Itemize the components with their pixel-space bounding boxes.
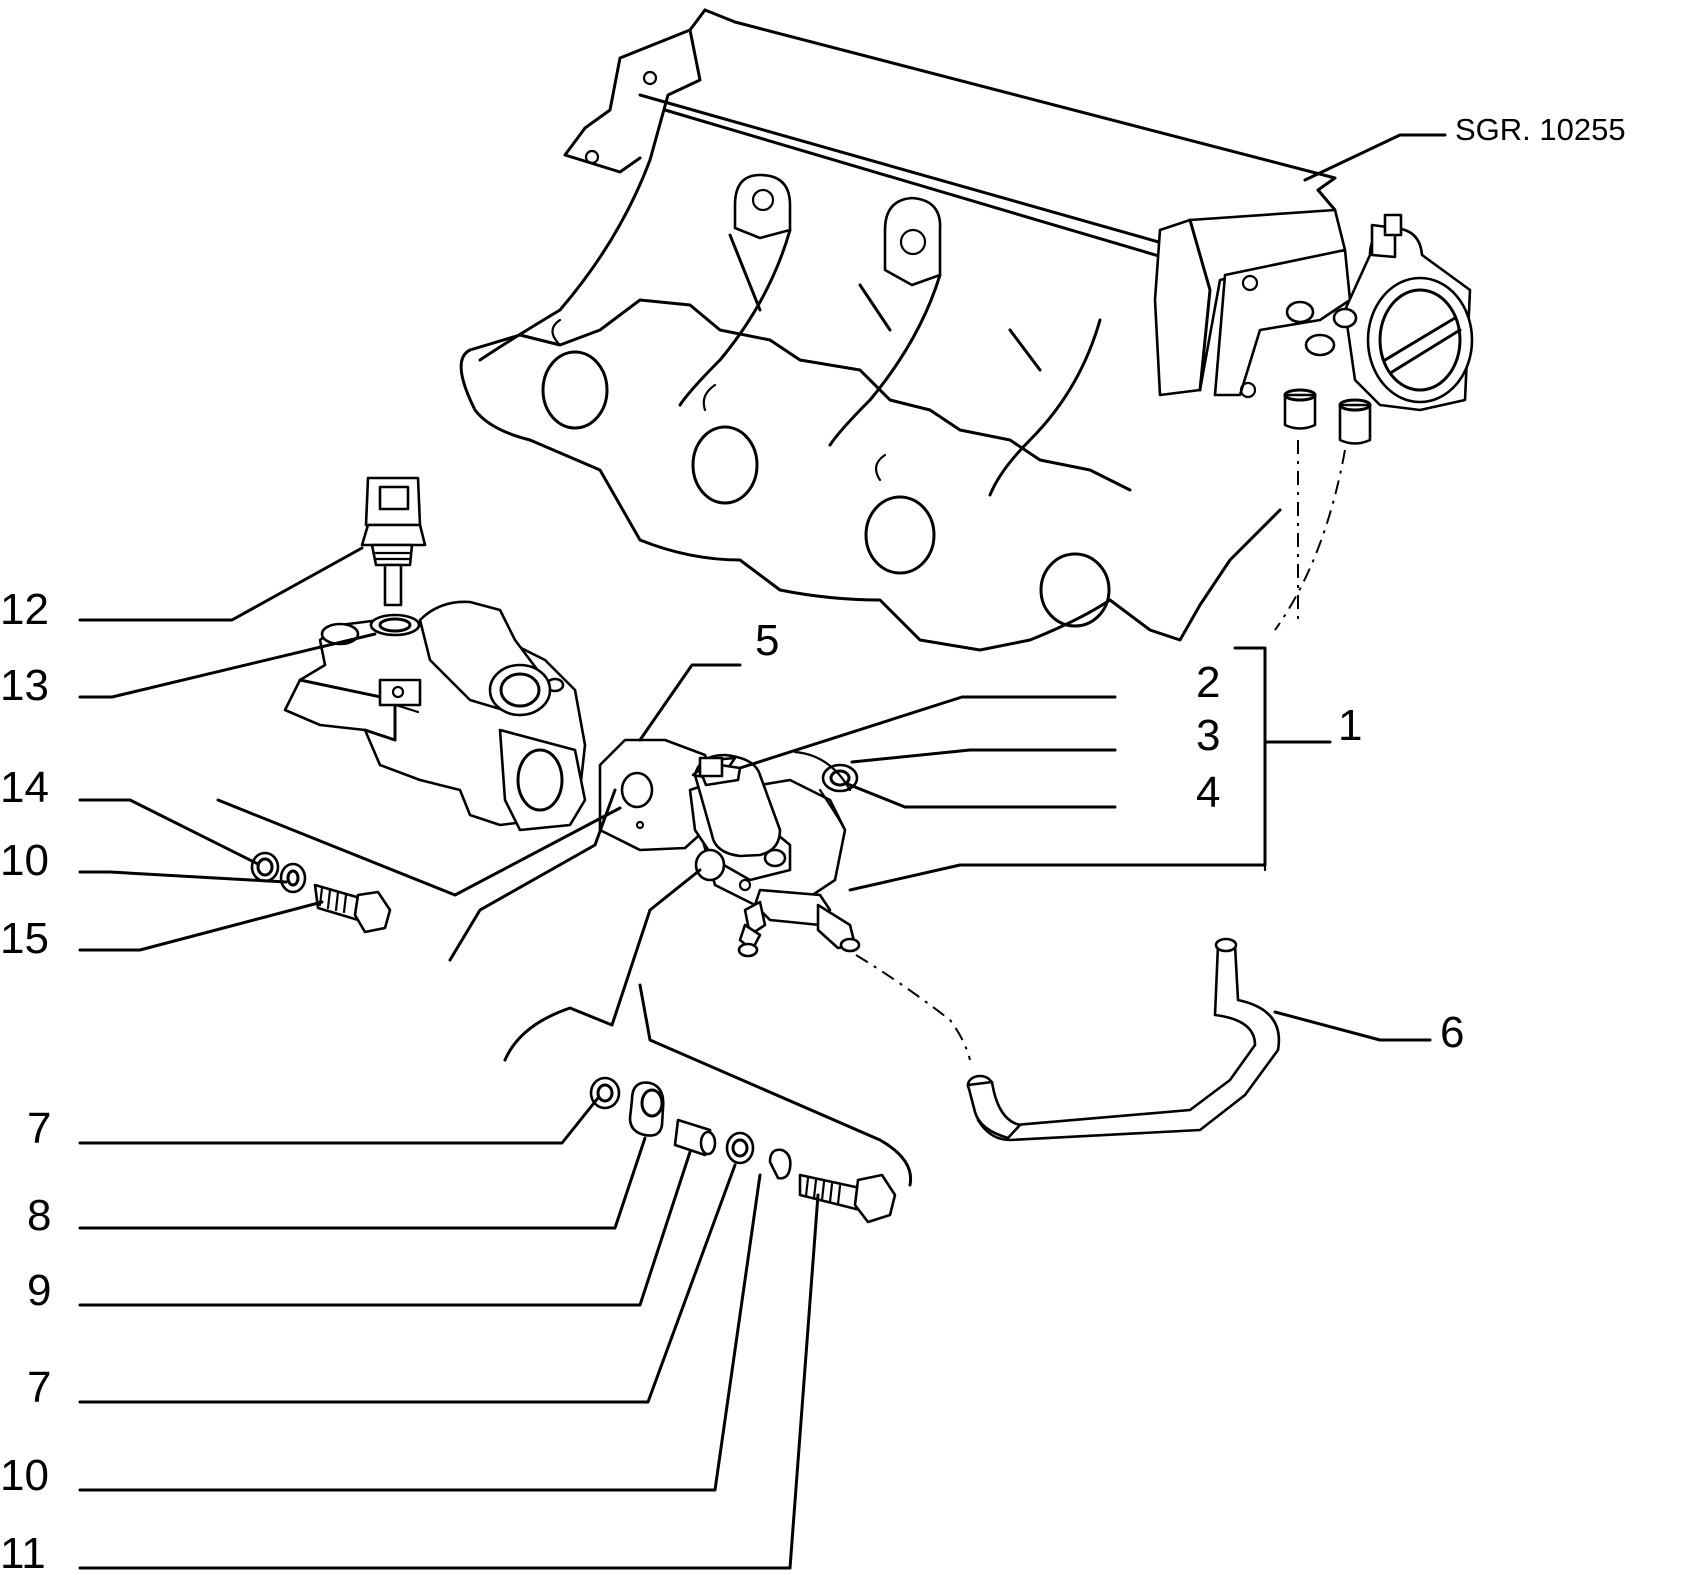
callout-10-upper: 10 xyxy=(0,836,49,885)
callout-13: 13 xyxy=(0,661,49,710)
hose xyxy=(966,937,1281,1142)
callout-2: 2 xyxy=(1196,658,1220,707)
callout-7-upper: 7 xyxy=(27,1104,51,1153)
callout-8: 8 xyxy=(27,1191,51,1240)
temperature-sensor xyxy=(360,476,427,637)
callout-3: 3 xyxy=(1196,711,1220,760)
reference-number: SGR. 10255 xyxy=(1455,112,1626,147)
callout-4: 4 xyxy=(1196,768,1220,817)
callout-numbers: 1 2 3 4 5 6 7 8 9 7 10 11 12 13 14 10 15 xyxy=(0,585,1464,1575)
callout-12: 12 xyxy=(0,585,49,634)
reference-leader xyxy=(1303,133,1447,182)
callout-10-lower: 10 xyxy=(0,1451,49,1500)
thermostat-housing xyxy=(283,600,587,832)
bolt-set-bottom xyxy=(589,1076,897,1224)
callout-7-lower: 7 xyxy=(27,1363,51,1412)
callout-5: 5 xyxy=(755,616,779,665)
callout-14: 14 xyxy=(0,763,49,812)
callout-11: 11 xyxy=(0,1529,46,1575)
intake-manifold xyxy=(459,8,1474,652)
callout-6: 6 xyxy=(1440,1008,1464,1057)
section-outlines xyxy=(216,646,1267,1187)
callout-9: 9 xyxy=(27,1266,51,1315)
leader-lines xyxy=(78,546,1432,1570)
idle-air-valve xyxy=(688,750,971,1061)
callout-15: 15 xyxy=(0,914,49,963)
callout-1: 1 xyxy=(1338,701,1362,750)
bolt-set-left xyxy=(250,851,392,934)
